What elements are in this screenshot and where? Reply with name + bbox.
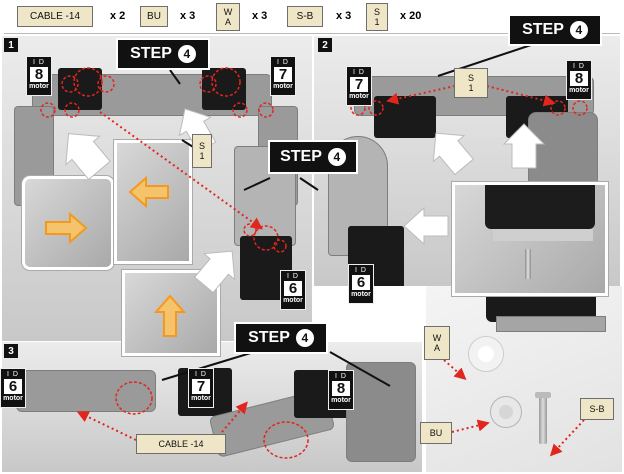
id-badge-label: I D (335, 373, 347, 380)
panel-number-3: 3 (4, 344, 18, 358)
parts-bar-divider (4, 33, 620, 34)
id-badge-motor-8-p2: I D 8 motor (566, 60, 592, 100)
washer-wa (468, 336, 504, 372)
step-label-p1-mid: STEP 4 (268, 140, 358, 174)
callout-s1-line1: S (198, 141, 205, 151)
callout-s1-line2: 1 (199, 151, 205, 161)
id-badge-motor: motor (3, 395, 23, 402)
callout-s1-line2: 1 (468, 83, 474, 93)
bracket-3-left (16, 370, 156, 412)
step-text: STEP (522, 21, 564, 38)
callout-cable: CABLE -14 (136, 434, 226, 454)
id-badge-motor-6: I D 6 motor (280, 270, 306, 310)
id-badge-label: I D (33, 59, 45, 66)
part-tag-wa-line2: A (224, 17, 231, 27)
id-badge-number: 8 (570, 71, 588, 86)
id-badge-motor: motor (349, 93, 369, 100)
id-badge-motor-8: I D 8 motor (26, 56, 52, 96)
id-badge-motor: motor (569, 87, 589, 94)
step-text: STEP (280, 148, 322, 165)
step-number-icon: 4 (177, 45, 196, 63)
step-number-icon: 4 (295, 329, 314, 347)
step-text: STEP (248, 329, 290, 346)
part-tag-cable: CABLE -14 (17, 6, 93, 27)
id-badge-label: I D (353, 69, 365, 76)
step-label-p3: STEP 4 (234, 322, 328, 354)
id-badge-motor: motor (273, 83, 293, 90)
inset-screw (525, 249, 531, 279)
id-badge-label: I D (195, 371, 207, 378)
id-badge-label: I D (355, 267, 367, 274)
id-badge-motor-6-p2: I D 6 motor (348, 264, 374, 304)
part-tag-s1: S 1 (366, 3, 388, 31)
step-number-icon: 4 (327, 148, 346, 166)
part-qty-cable: x 2 (110, 10, 126, 22)
zoom-inset-shaft (452, 182, 608, 296)
id-badge-number: 8 (30, 67, 48, 82)
part-tag-bu: BU (140, 6, 168, 27)
part-qty-s1: x 20 (400, 10, 422, 22)
panel-number-2: 2 (318, 38, 332, 52)
screw-sb (539, 396, 547, 444)
callout-wa-line2: A (433, 343, 440, 353)
part-tag-s1-line1: S (373, 7, 380, 17)
id-badge-motor: motor (191, 395, 211, 402)
id-badge-number: 7 (192, 379, 210, 394)
step-label-p1-top: STEP 4 (116, 38, 210, 70)
step-label-p2: STEP 4 (508, 14, 602, 46)
callout-s1-line1: S (467, 73, 474, 83)
hardware-detail-panel (426, 286, 622, 472)
id-badge-number: 6 (4, 379, 22, 394)
side-bracket-2 (528, 112, 598, 190)
id-badge-number: 7 (350, 77, 368, 92)
part-tag-s1-line2: 1 (374, 17, 380, 27)
callout-sb: S-B (580, 398, 614, 420)
id-badge-motor-6-p3: I D 6 motor (0, 368, 26, 408)
zoom-inset-horn-right (22, 176, 114, 270)
callout-bu: BU (420, 422, 452, 444)
id-badge-motor-7-p2: I D 7 motor (346, 66, 372, 106)
part-qty-wa: x 3 (252, 10, 268, 22)
callout-wa-line1: W (432, 333, 442, 343)
zoom-inset-horn-left (114, 140, 192, 264)
id-badge-motor: motor (331, 397, 351, 404)
zoom-inset-horn-up (122, 270, 220, 356)
id-badge-number: 6 (284, 281, 302, 296)
id-badge-number: 8 (332, 381, 350, 396)
callout-wa: W A (424, 326, 450, 360)
step-text: STEP (130, 45, 172, 62)
id-badge-motor: motor (29, 83, 49, 90)
part-tag-wa-line1: W (223, 7, 233, 17)
part-qty-bu: x 3 (180, 10, 196, 22)
inset-bracket (493, 229, 593, 241)
bushing-bu (490, 396, 522, 428)
servo-motor-7 (202, 68, 246, 110)
id-badge-number: 7 (274, 67, 292, 82)
screw-sb-head (535, 392, 551, 398)
id-badge-label: I D (573, 63, 585, 70)
detail-bracket (496, 316, 606, 332)
id-badge-label: I D (7, 371, 19, 378)
step-number-icon: 4 (569, 21, 588, 39)
part-tag-wa: W A (216, 3, 240, 31)
servo-motor-8 (58, 68, 102, 110)
bracket-3-right (346, 362, 416, 462)
id-badge-number: 6 (352, 275, 370, 290)
id-badge-motor: motor (283, 297, 303, 304)
callout-s1-p1: S 1 (192, 134, 212, 168)
panel-number-1: 1 (4, 38, 18, 52)
id-badge-label: I D (277, 59, 289, 66)
servo-motor-7-b (374, 96, 436, 138)
callout-s1-p2: S 1 (454, 68, 488, 98)
id-badge-motor: motor (351, 291, 371, 298)
id-badge-motor-8-p3: I D 8 motor (328, 370, 354, 410)
part-tag-sb: S-B (287, 6, 323, 27)
id-badge-label: I D (287, 273, 299, 280)
inset-servo (485, 185, 595, 229)
part-qty-sb: x 3 (336, 10, 352, 22)
id-badge-motor-7: I D 7 motor (270, 56, 296, 96)
id-badge-motor-7-p3: I D 7 motor (188, 368, 214, 408)
